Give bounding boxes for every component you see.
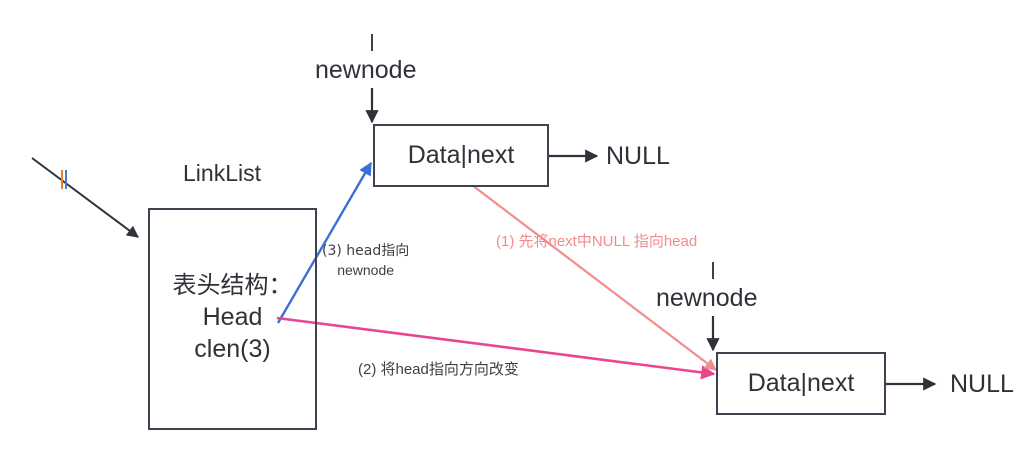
step1-red-arrow: [463, 178, 717, 371]
bottom-node-box: Data|next: [716, 352, 886, 415]
top-newnode-label: newnode: [315, 56, 417, 84]
bottom-newnode-label: newnode: [656, 284, 758, 312]
text-caret-icon-top: [371, 34, 373, 51]
top-node-box: Data|next: [373, 124, 549, 187]
linklist-line2: Head: [202, 302, 263, 331]
top-null-label: NULL: [606, 142, 670, 170]
caret-mark-orange-icon: [61, 170, 63, 189]
step3-annotation-line1: (3) head指向: [322, 243, 410, 259]
incoming-arrow-topleft: [31, 157, 139, 238]
step3-annotation-line2: newnode: [337, 261, 395, 278]
text-caret-icon-bottom: [712, 262, 714, 279]
step2-annotation: (2) 将head指向方向改变: [358, 361, 519, 378]
linklist-line1: 表头结构：: [172, 271, 293, 299]
top-node-label: Data|next: [407, 141, 515, 169]
linklist-title: LinkList: [183, 160, 261, 186]
bottom-node-label: Data|next: [747, 369, 855, 397]
linklist-head-struct: 表头结构： Head clen(3): [148, 270, 317, 365]
bottom-null-label: NULL: [950, 370, 1014, 398]
step1-annotation: (1) 先将next中NULL 指向head: [496, 233, 698, 250]
step3-annotation: (3) head指向 newnode: [322, 242, 409, 280]
linklist-line3: clen(3): [194, 334, 271, 363]
linklist-box: [148, 208, 317, 430]
caret-mark-blue-icon: [65, 170, 67, 189]
